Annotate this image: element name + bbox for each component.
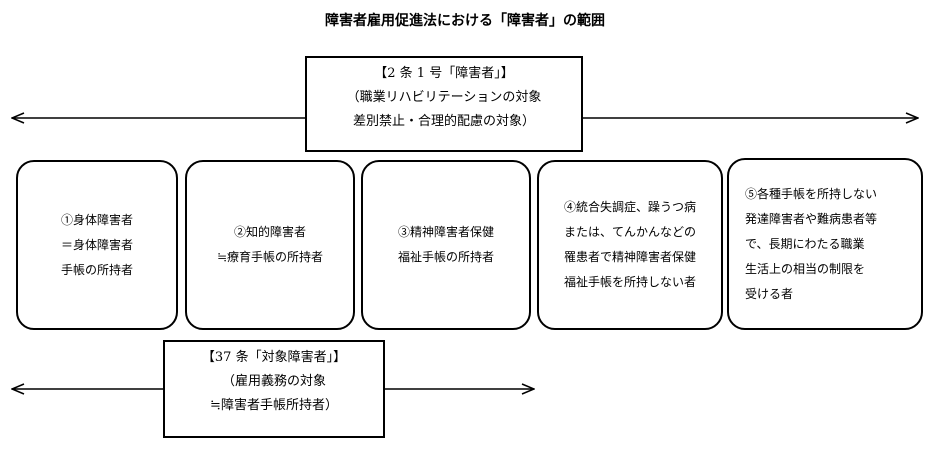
category-line: ＝身体障害者 <box>60 237 133 252</box>
category-line: で、長期にわたる職業 <box>745 236 865 251</box>
category-mental-with-card: ③精神障害者保健 福祉手帳の所持者 <box>361 160 531 330</box>
category-developmental-intractable: ⑤各種手帳を所持しない 発達障害者や難病患者等 で、長期にわたる職業 生活上の相… <box>727 158 923 330</box>
category-mental-without-card: ④統合失調症、躁うつ病 または、てんかんなどの 罹患者で精神障害者保健 福祉手帳… <box>537 160 723 330</box>
category-line: 発達障害者や難病患者等 <box>745 211 878 226</box>
article2-heading: 【2 条 1 号「障害者」】 <box>374 66 514 81</box>
article37-heading: 【37 条「対象障害者」】 <box>201 350 347 365</box>
article37-line: （雇用義務の対象 <box>221 374 326 389</box>
category-line: または、てんかんなどの <box>563 225 696 239</box>
category-line: ④統合失調症、躁うつ病 <box>563 200 696 214</box>
category-line: ≒療育手帳の所持者 <box>216 250 324 264</box>
category-intellectual: ②知的障害者 ≒療育手帳の所持者 <box>185 160 355 330</box>
article2-line: （職業リハビリテーションの対象 <box>346 90 542 105</box>
category-line: ③精神障害者保健 <box>397 225 494 239</box>
category-physical: ①身体障害者 ＝身体障害者 手帳の所持者 <box>16 160 178 330</box>
category-line: 罹患者で精神障害者保健 <box>563 250 696 264</box>
article2-box: 【2 条 1 号「障害者」】 （職業リハビリテーションの対象 差別禁止・合理的配… <box>305 56 583 152</box>
category-line: 福祉手帳の所持者 <box>397 250 494 264</box>
category-line: 生活上の相当の制限を <box>745 261 866 276</box>
category-line: ②知的障害者 <box>233 225 306 239</box>
category-line: 手帳の所持者 <box>60 262 133 277</box>
category-line: ⑤各種手帳を所持しない <box>745 186 878 201</box>
article37-box: 【37 条「対象障害者」】 （雇用義務の対象 ≒障害者手帳所持者） <box>163 340 385 438</box>
category-line: ①身体障害者 <box>60 212 133 227</box>
article2-line: 差別禁止・合理的配慮の対象） <box>352 114 535 129</box>
category-line: 福祉手帳を所持しない者 <box>563 275 696 289</box>
article37-line: ≒障害者手帳所持者） <box>210 398 338 413</box>
diagram-title: 障害者雇用促進法における「障害者」の範囲 <box>325 13 605 29</box>
category-line: 受ける者 <box>745 286 794 301</box>
